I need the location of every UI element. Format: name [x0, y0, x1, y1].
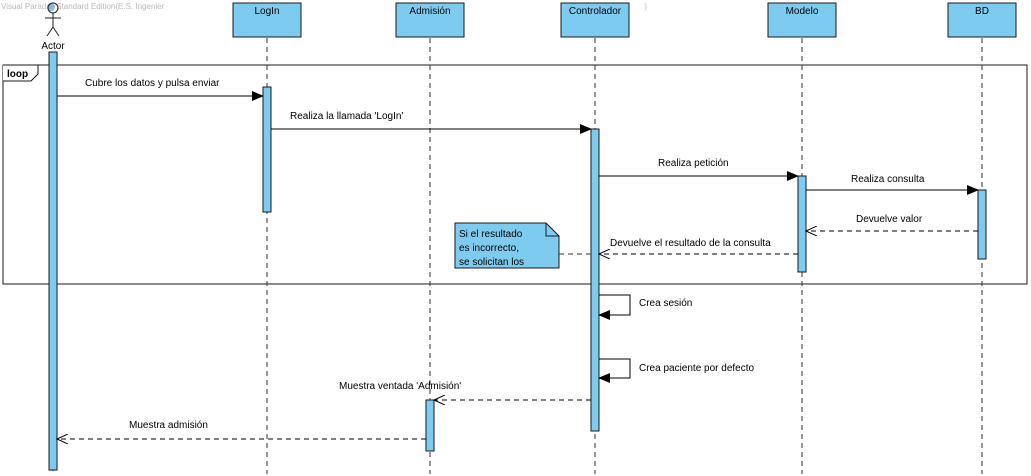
- actor: Actor: [41, 2, 65, 52]
- watermark-logo-icon: [47, 2, 56, 11]
- message-9: Muestra ventada 'Admisión': [339, 381, 591, 400]
- activation-actor: [48, 51, 58, 471]
- note-line-2: es incorrecto,: [459, 243, 519, 254]
- participant-admision: Admisión: [395, 2, 465, 38]
- message-4: Realiza consulta: [806, 174, 979, 195]
- loop-operator: loop: [7, 69, 28, 80]
- message-3: Realiza petición: [599, 158, 799, 181]
- message-10-label: Muestra admisión: [129, 420, 208, 431]
- message-5-label: Devuelve valor: [856, 214, 923, 225]
- watermark: Visual Parad Standard Edition(E.S. Ingeni…: [1, 2, 647, 11]
- loop-fragment: loop: [2, 64, 1028, 285]
- participant-controlador-label: Controlador: [569, 6, 622, 17]
- note-line-1: Si el resultado: [459, 229, 523, 240]
- message-2-label: Realiza la llamada 'LogIn': [290, 111, 403, 122]
- participant-modelo: Modelo: [767, 2, 837, 38]
- message-6-label: Devuelve el resultado de la consulta: [610, 238, 771, 249]
- message-7-self: Crea sesión: [598, 294, 692, 320]
- message-3-label: Realiza petición: [658, 158, 729, 169]
- watermark-right: ): [644, 2, 647, 11]
- message-7-label: Crea sesión: [639, 298, 692, 309]
- participant-controlador: Controlador: [560, 2, 630, 38]
- message-6: Devuelve el resultado de la consulta: [599, 238, 798, 254]
- message-1-label: Cubre los datos y pulsa enviar: [85, 78, 220, 89]
- activation-controlador: [590, 128, 600, 432]
- participant-login-label: LogIn: [254, 6, 279, 17]
- participant-admision-label: Admisión: [409, 6, 450, 17]
- watermark-middle: Standard Edition(E.S. Ingenier: [56, 2, 165, 11]
- message-9-label: Muestra ventada 'Admisión': [339, 381, 461, 392]
- participant-login: LogIn: [232, 2, 302, 38]
- activation-modelo: [797, 175, 807, 273]
- participant-modelo-label: Modelo: [786, 6, 819, 17]
- participant-bd-label: BD: [975, 6, 989, 17]
- activation-admision: [425, 399, 435, 452]
- activation-login: [262, 86, 272, 213]
- participant-bd: BD: [947, 2, 1017, 38]
- message-10: Muestra admisión: [57, 420, 426, 439]
- actor-label: Actor: [41, 41, 65, 52]
- message-8-label: Crea paciente por defecto: [639, 363, 755, 374]
- message-5: Devuelve valor: [806, 214, 978, 231]
- message-1: Cubre los datos y pulsa enviar: [57, 78, 264, 101]
- activation-bd: [977, 189, 987, 260]
- watermark-left: Visual Parad: [1, 2, 47, 11]
- message-8-self: Crea paciente por defecto: [598, 358, 755, 383]
- note: Si el resultado es incorrecto, se solici…: [454, 222, 591, 269]
- note-line-3: se solicitan los: [459, 257, 524, 268]
- activation-bars: [48, 51, 987, 471]
- message-4-label: Realiza consulta: [851, 174, 925, 185]
- actor-stick-figure-icon: [45, 2, 61, 37]
- message-2: Realiza la llamada 'LogIn': [271, 111, 592, 134]
